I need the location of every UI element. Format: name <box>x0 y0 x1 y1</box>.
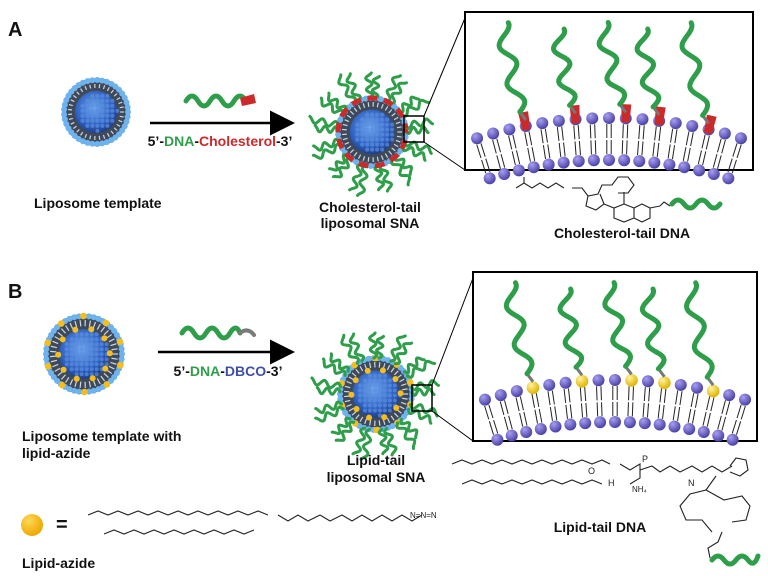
liposomal-sna-b <box>310 331 440 461</box>
cholesterol-anchor-icon <box>240 94 256 106</box>
struct-nh4-label: NH₄ <box>632 485 647 494</box>
liposome-template-label-b-line2: lipid-azide <box>22 445 91 461</box>
struct-azide-label: N=N=N <box>410 511 437 520</box>
bilayer-zoom-b <box>478 280 752 446</box>
liposome-template-label-b-line1: Liposome template with <box>22 428 181 444</box>
liposomal-sna-a <box>308 71 434 197</box>
lipid-azide-structure <box>87 510 423 535</box>
sna-label-a-line2: liposomal SNA <box>321 215 420 231</box>
dna-cholesterol-reagent <box>183 93 249 109</box>
liposome-template-a <box>61 77 131 147</box>
cholesterol-dna-tail <box>669 197 723 211</box>
zoom-box-small-b <box>411 384 433 412</box>
bilayer-zoom-a <box>471 20 747 185</box>
zoom-panel-a <box>464 11 754 171</box>
sna-label-b-line1: Lipid-tail <box>347 452 405 468</box>
sna-label-b-line2: liposomal SNA <box>327 469 426 485</box>
sna-label-a-line1: Cholesterol-tail <box>319 199 421 215</box>
lipid-tail-dna-label: Lipid-tail DNA <box>554 519 647 535</box>
dbco-anchor-icon <box>238 328 256 337</box>
panel-letter-a: A <box>8 19 22 41</box>
struct-o-label: O <box>588 466 595 476</box>
panel-letter-b: B <box>8 281 22 303</box>
sequence-label-a: 5’-DNA-Cholesterol-3’ <box>148 133 293 149</box>
struct-p-label: P <box>642 454 648 464</box>
legend-equals: = <box>56 514 68 536</box>
zoom-box-small-a <box>403 115 425 143</box>
lipid-dna-tail <box>709 553 761 567</box>
lipid-azide-label: Lipid-azide <box>22 555 95 571</box>
sequence-label-b: 5’-DNA-DBCO-3’ <box>174 363 283 379</box>
zoom-panel-b <box>472 271 758 442</box>
struct-h-label: H <box>608 478 615 488</box>
struct-n-label: N <box>688 478 695 488</box>
lipid-tail-dna-structure <box>451 457 751 559</box>
liposome-template-label-a: Liposome template <box>34 195 162 211</box>
dna-dbco-reagent <box>179 325 243 341</box>
cholesterol-structure <box>515 176 671 223</box>
liposome-template-b <box>43 312 125 396</box>
lipid-azide-legend-dot <box>21 514 43 536</box>
cholesterol-tail-dna-label: Cholesterol-tail DNA <box>554 225 690 241</box>
